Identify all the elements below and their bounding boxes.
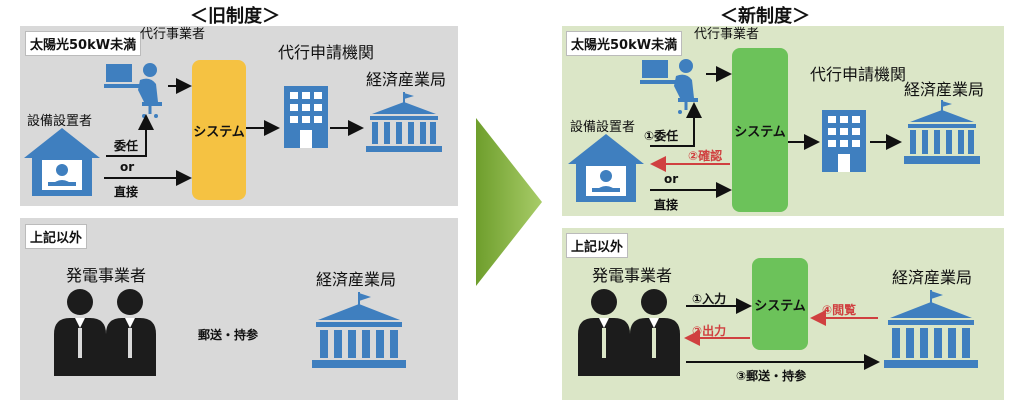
new-generator-icon — [578, 289, 680, 376]
old-agent-label: 代行事業者 — [140, 27, 206, 42]
new-mail-label: ③郵送・持参 — [736, 369, 807, 383]
new-under50-tag: 太陽光50kW未満 — [566, 31, 683, 56]
new-confirm-label: ②確認 — [688, 149, 723, 163]
new-system-box: システム — [732, 48, 788, 212]
old-under50-tag: 太陽光50kW未満 — [25, 31, 142, 56]
old-generator-label: 発電事業者 — [66, 266, 147, 285]
new-system-title: ＜新制度＞ — [720, 6, 810, 27]
new-other-tag: 上記以外 — [566, 233, 629, 258]
new-generator-label: 発電事業者 — [592, 266, 673, 285]
new-building-icon — [822, 110, 866, 172]
new-meti-label-2: 経済産業局 — [892, 268, 973, 287]
old-delegate-label: 委任 — [114, 139, 139, 153]
old-generator-icon — [54, 289, 156, 376]
new-agent-label: 代行事業者 — [694, 27, 760, 42]
old-meti-label: 経済産業局 — [366, 70, 447, 89]
old-system-box: システム — [192, 60, 246, 200]
new-direct-label: 直接 — [654, 198, 679, 212]
new-agent-icon — [640, 59, 698, 114]
new-view-label: ④閲覧 — [822, 303, 857, 317]
old-mail-label: 郵送・持参 — [198, 328, 259, 342]
old-building-icon — [284, 86, 328, 148]
old-meti-icon-2 — [312, 292, 406, 368]
new-meti-icon-2 — [884, 290, 978, 368]
old-house-icon — [24, 128, 100, 196]
old-direct-label: 直接 — [114, 185, 139, 199]
transition-arrow-icon — [476, 118, 542, 286]
old-other-tag: 上記以外 — [25, 224, 88, 249]
new-meti-label: 経済産業局 — [904, 80, 985, 99]
new-input-label: ①入力 — [692, 292, 727, 306]
old-system-title: ＜旧制度＞ — [190, 6, 280, 27]
old-installer-label: 設備設置者 — [27, 114, 93, 129]
old-meti-label-2: 経済産業局 — [316, 270, 397, 289]
old-agent-icon — [104, 63, 162, 118]
new-or-label: or — [664, 172, 679, 186]
old-or-label: or — [120, 160, 135, 174]
old-meti-icon — [366, 92, 442, 152]
new-output-label: ②出力 — [692, 324, 727, 338]
new-delegate-label: ①委任 — [644, 129, 679, 143]
new-house-icon — [568, 134, 644, 202]
new-meti-icon — [904, 100, 980, 164]
new-installer-label: 設備設置者 — [570, 120, 636, 135]
new-system-box-2: システム — [752, 258, 808, 350]
